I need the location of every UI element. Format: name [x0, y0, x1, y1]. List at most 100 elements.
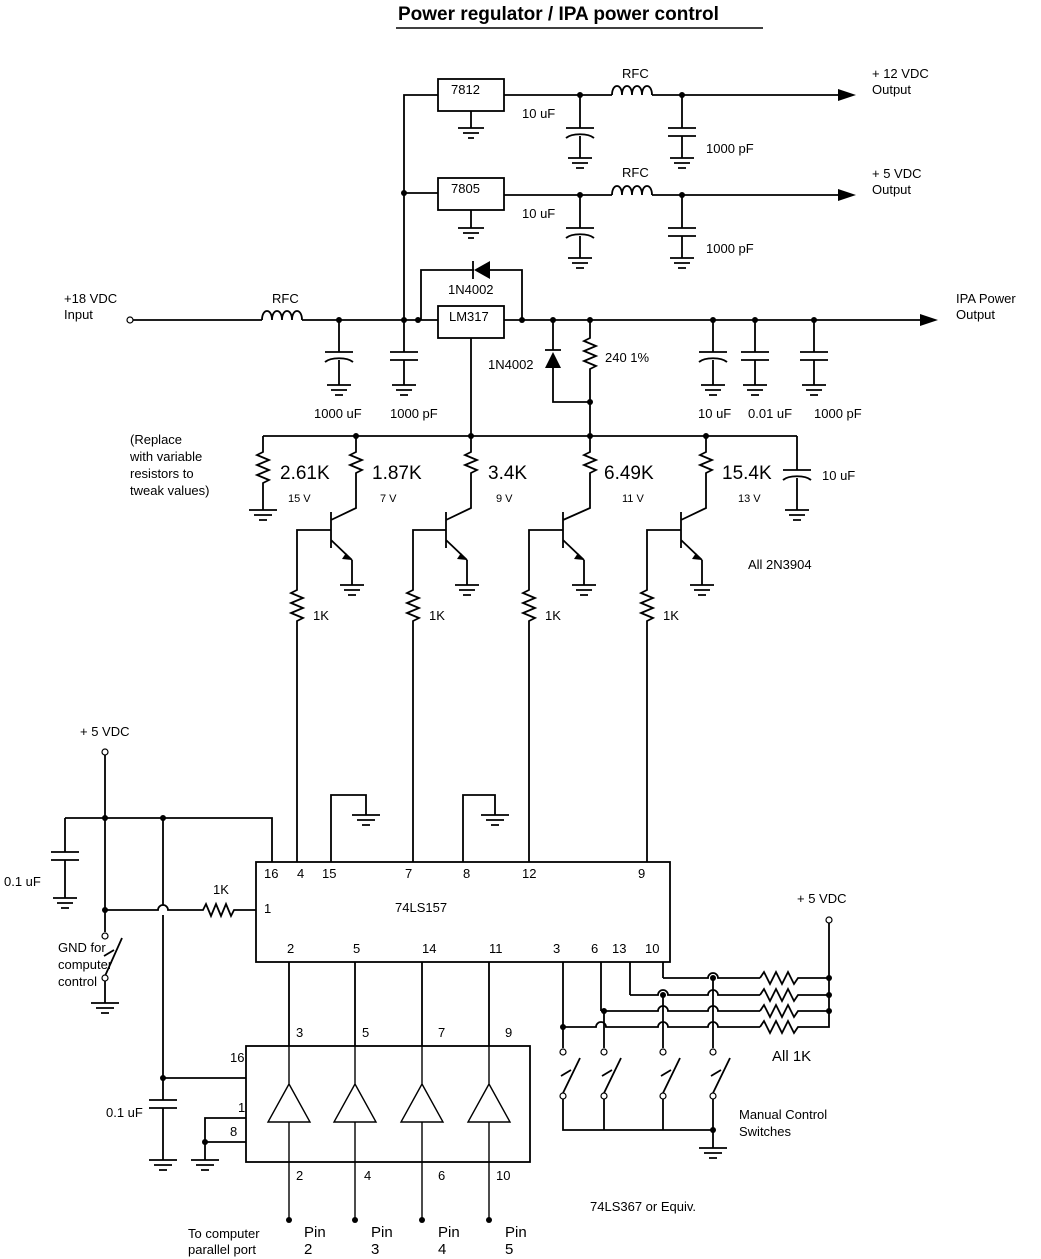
pin-367-4: 4: [364, 1168, 371, 1183]
pullup-resistor-label: 1K: [213, 882, 229, 897]
input-18v-line1: +18 VDC: [64, 291, 117, 306]
chip-157-label: 74LS157: [395, 900, 447, 915]
mux-output-lines: [288, 962, 490, 1046]
replace-note-4: tweak values): [130, 483, 209, 498]
transistor-q2: 1K: [404, 499, 479, 632]
base-resistor-1: 1K: [313, 608, 329, 623]
diagram-title: Power regulator / IPA power control: [398, 4, 719, 25]
pin-367-6: 6: [438, 1168, 445, 1183]
port-pin-num-1: 2: [304, 1241, 312, 1258]
manual-switch-3[interactable]: [659, 1048, 681, 1100]
transistor-q1: 1K: [288, 499, 364, 632]
cap-label-input-1000pf: 1000 pF: [390, 406, 438, 421]
input-18v-line2: Input: [64, 307, 93, 322]
pin-367-2: 2: [296, 1168, 303, 1183]
ladder-voltage-5: 13 V: [738, 493, 761, 505]
cap-label-ipa-001uf: 0.01 uF: [748, 406, 792, 421]
pin-367-8: 8: [230, 1124, 237, 1139]
diode-label-bypass: 1N4002: [448, 282, 494, 297]
pin-157-16: 16: [264, 866, 278, 881]
buffer-1: [266, 1046, 312, 1218]
pin-367-5: 5: [362, 1025, 369, 1040]
diode-label-adj: 1N4002: [488, 357, 534, 372]
chip-74ls367: 3 5 7 9 16 1 8 2 4 6 10 0.1 uF 74LS367 o…: [106, 1025, 696, 1218]
ladder-voltage-3: 9 V: [496, 493, 513, 505]
transistor-q3: 1K: [520, 499, 596, 632]
port-pin-4-node[interactable]: [419, 1217, 425, 1223]
cap-label-ipa-1000pf: 1000 pF: [814, 406, 862, 421]
pin-157-8: 8: [463, 866, 470, 881]
port-pin-3-node[interactable]: [352, 1217, 358, 1223]
buffer-2: [332, 1046, 378, 1218]
port-pin-5-node[interactable]: [486, 1217, 492, 1223]
manual-control-section: + 5 VDC All 1K: [559, 891, 847, 1159]
ladder-section: (Replace with variable resistors to twea…: [129, 432, 855, 632]
ladder-resistor-4: 6.49K: [604, 463, 654, 484]
resistor-240-label: 240 1%: [605, 350, 650, 365]
cap-label-left-01uf: 0.1 uF: [4, 874, 41, 889]
cap-label-5-10uf: 10 uF: [522, 206, 555, 221]
cap-label-ipa-10uf: 10 uF: [698, 406, 731, 421]
port-label-2: parallel port: [188, 1242, 256, 1257]
pin-367-3: 3: [296, 1025, 303, 1040]
manual-switch-4[interactable]: [709, 1048, 731, 1100]
ladder-resistor-2: 1.87K: [372, 463, 422, 484]
ladder-voltage-2: 7 V: [380, 493, 397, 505]
output-12v-line1: + 12 VDC: [872, 66, 929, 81]
manual-note-1: Manual Control: [739, 1107, 827, 1122]
pin-157-12: 12: [522, 866, 536, 881]
manual-switch-1[interactable]: [559, 1048, 581, 1100]
transistor-note: All 2N3904: [748, 557, 812, 572]
pin-157-10: 10: [645, 941, 659, 956]
ladder-resistor-5: 15.4K: [722, 463, 772, 484]
replace-note-2: with variable: [129, 449, 202, 464]
cap-label-5-1000pf: 1000 pF: [706, 241, 754, 256]
parallel-port: To computer parallel port Pin 2 Pin 3 Pi…: [188, 1217, 527, 1258]
pin-157-1: 1: [264, 901, 271, 916]
pin-157-13: 13: [612, 941, 626, 956]
port-pin-word-2: Pin: [371, 1224, 393, 1241]
ladder-resistor-3: 3.4K: [488, 463, 527, 484]
port-label-1: To computer: [188, 1226, 260, 1241]
output-5v-line2: Output: [872, 182, 911, 197]
regulator-7812-label: 7812: [451, 82, 480, 97]
cap-label-12-10uf: 10 uF: [522, 106, 555, 121]
pin-157-7: 7: [405, 866, 412, 881]
output-ipa-line2: Output: [956, 307, 995, 322]
rfc-label-5: RFC: [622, 165, 649, 180]
ladder-resistor-1: 2.61K: [280, 463, 330, 484]
pin-157-11: 11: [489, 941, 503, 956]
gnd-note-1: GND for: [58, 940, 106, 955]
chip-367-label: 74LS367 or Equiv.: [590, 1199, 696, 1214]
buffer-4: [466, 1046, 512, 1218]
gnd-note-2: computer: [58, 957, 113, 972]
buffer-3: [399, 1046, 445, 1218]
pin-157-2: 2: [287, 941, 294, 956]
manual-note-2: Switches: [739, 1124, 792, 1139]
rfc-label-12: RFC: [622, 66, 649, 81]
port-pin-word-4: Pin: [505, 1224, 527, 1241]
manual-switch-2[interactable]: [600, 1048, 622, 1100]
pin-367-16: 16: [230, 1050, 244, 1065]
output-12v-line2: Output: [872, 82, 911, 97]
cap-label-1000uf: 1000 uF: [314, 406, 362, 421]
base-resistor-3: 1K: [545, 608, 561, 623]
pin-367-7: 7: [438, 1025, 445, 1040]
left-supply: + 5 VDC 0.1 uF 1K GND for computer contr…: [4, 724, 273, 1078]
pin-157-14: 14: [422, 941, 436, 956]
pin-157-6: 6: [591, 941, 598, 956]
vdc5-left-label: + 5 VDC: [80, 724, 130, 739]
port-pin-num-2: 3: [371, 1241, 379, 1258]
replace-note-1: (Replace: [130, 432, 182, 447]
base-resistor-2: 1K: [429, 608, 445, 623]
regulator-lm317-label: LM317: [449, 309, 489, 324]
pin-157-15: 15: [322, 866, 336, 881]
cap-label-12-1000pf: 1000 pF: [706, 141, 754, 156]
port-pin-word-1: Pin: [304, 1224, 326, 1241]
pin-157-9: 9: [638, 866, 645, 881]
gnd-note-3: control: [58, 974, 97, 989]
pin-367-9: 9: [505, 1025, 512, 1040]
control-lines: [296, 632, 648, 862]
pin-367-10: 10: [496, 1168, 510, 1183]
port-pin-2-node[interactable]: [286, 1217, 292, 1223]
